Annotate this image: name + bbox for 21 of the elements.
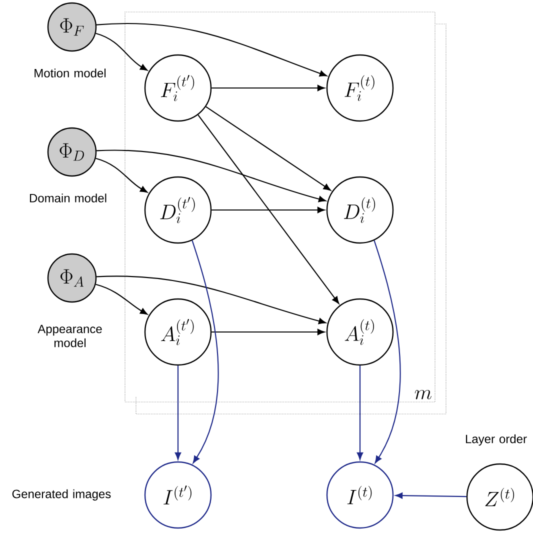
caption-label: Generated images [12,489,111,501]
caption-label: Appearance model [38,324,102,348]
caption-label: Domain model [30,194,106,202]
arrow [212,84,325,92]
arrow [212,206,325,214]
arrow [96,158,148,193]
arrow [96,23,327,77]
arrow [206,106,331,191]
arrow [96,284,148,315]
arrow [198,114,340,304]
caption-label: Motion model [34,68,106,78]
caption-label: Layer order [466,434,527,446]
arrow [96,276,326,324]
arrow [395,492,466,499]
arrow [356,366,364,460]
arrow [374,240,401,464]
arrow [174,366,182,460]
arrow [212,328,325,336]
arrow [96,150,326,202]
arrow [96,32,148,71]
arrow [192,240,219,464]
